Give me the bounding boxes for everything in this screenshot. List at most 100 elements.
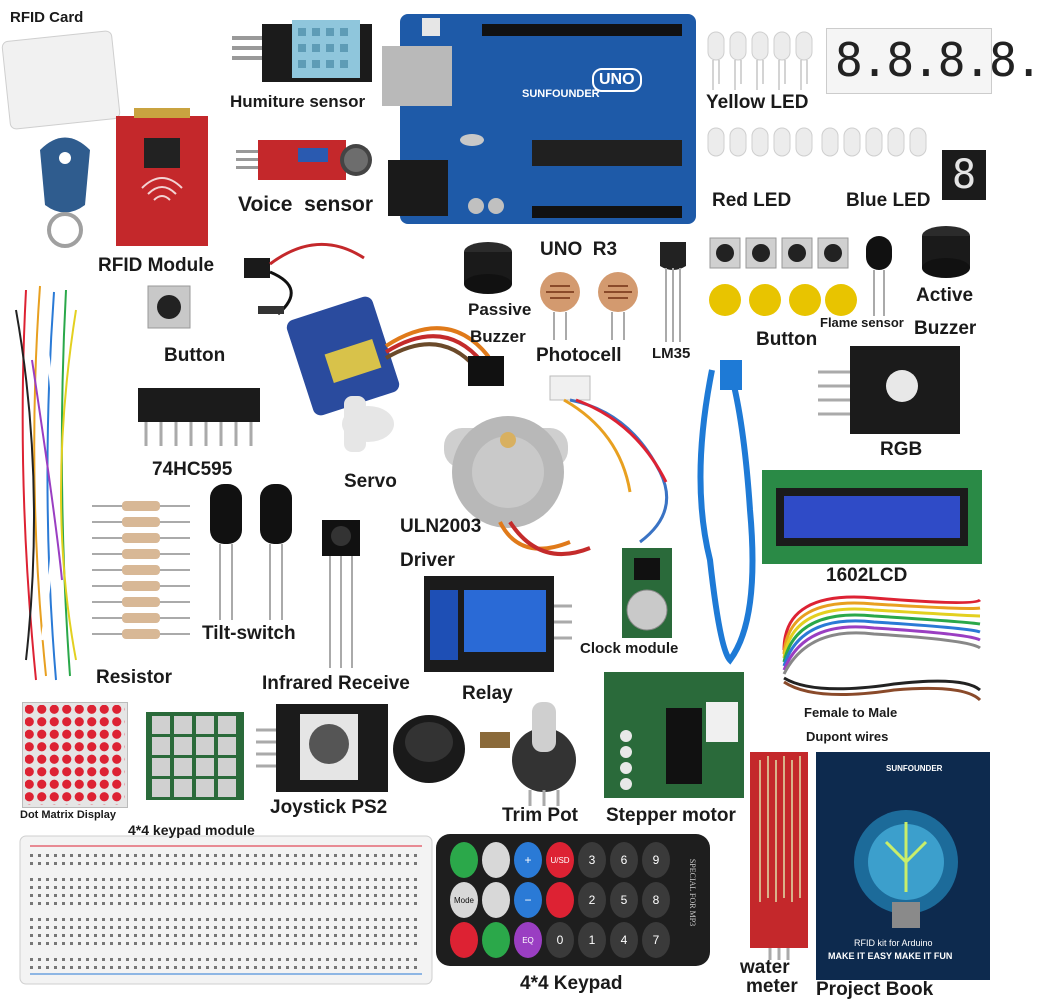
label-rgb: RGB [880,439,923,460]
red-led-row-image [704,126,822,184]
label-trim-pot: Trim Pot [502,805,579,826]
label-tilt-switch: Tilt-switch [202,623,296,644]
label-uln2003: ULN2003 [400,516,482,537]
stepper-driver-board-image [604,672,744,798]
dot-matrix-image [22,702,128,808]
remote-key: 3 [578,842,606,878]
dupont-ribbon-image [774,580,994,716]
rfid-keyfob-image [30,130,100,250]
label-1602lcd: 1602LCD [826,565,908,586]
label-joystick: Joystick PS2 [270,797,388,818]
flame-sensor-image [862,232,896,316]
trim-pot-image [480,702,586,806]
remote-key: 8 [642,882,670,918]
tilt-switch-pair-image [206,480,302,620]
label-74hc595: 74HC595 [152,459,233,480]
battery-clip-image [238,228,368,320]
book-slogan-text: MAKE IT EASY MAKE IT FUN [828,951,953,961]
usb-cable-image [690,360,770,670]
label-yellow-led: Yellow LED [706,92,809,113]
remote-key: 2 [578,882,606,918]
yellow-led-row-image [704,28,822,92]
label-female-to-male: Female to Male [804,705,898,720]
rfid-card-image [1,28,121,132]
label-servo: Servo [344,471,397,492]
board-model-text: UNO [592,68,642,92]
remote-key [450,922,478,958]
remote-key: 4 [610,922,638,958]
lcd-1602-image [762,470,982,564]
label-button-left: Button [164,345,226,366]
jumper-wire-bundle-image [6,280,88,684]
single-segment-display-image: 8 [942,150,986,200]
label-infrared-receive: Infrared Receive [262,673,410,694]
label-uno-r3: UNO R3 [540,239,618,260]
remote-key: 1 [578,922,606,958]
label-driver: Driver [400,550,455,571]
label-lm35: LM35 [652,345,691,362]
label-passive-buzzer: Buzzer [470,327,526,346]
remote-key: EQ [514,922,542,958]
rgb-module-image [818,346,960,434]
four-digit-segment-display-image: 8.8.8.8. [826,28,1041,94]
label-meter: meter [746,976,798,997]
label-water: water [740,957,790,978]
remote-key [546,882,574,918]
label-passive: Passive [468,300,532,319]
label-active-buzzer: Buzzer [914,318,977,339]
label-red-led: Red LED [712,190,792,211]
remote-key [450,842,478,878]
label-photocell: Photocell [536,345,622,366]
label-4x4-keypad: 4*4 Keypad [520,973,623,994]
label-dupont-wires: Dupont wires [806,729,889,744]
remote-key: 0 [546,922,574,958]
servo-image [268,286,516,466]
label-humiture-sensor: Humiture sensor [230,92,366,111]
active-buzzer-image [918,222,974,282]
button-row-image [708,234,857,320]
clock-module-image [618,548,676,638]
chip-74hc595-image [134,384,264,448]
label-rfid-card: RFID Card [10,9,84,26]
passive-buzzer-image [460,238,516,298]
remote-key: 9 [642,842,670,878]
label-active: Active [916,285,974,306]
label-stepper-motor: Stepper motor [606,805,736,826]
label-clock-module: Clock module [580,640,679,657]
arduino-uno-board-image: SUNFOUNDER UNO [382,10,700,228]
humiture-sensor-image [232,14,372,84]
water-sensor-image [748,752,810,960]
label-relay: Relay [462,683,513,704]
board-brand-text: SUNFOUNDER [522,88,600,100]
stepper-motor-image [440,372,690,572]
remote-key: U/SD [546,842,574,878]
ir-remote-image: + U/SD 3 6 9 Mode − 2 5 8 EQ 0 1 4 7 SPE… [436,834,710,966]
joystick-cap-image [390,712,468,786]
four-digit-segment-text: 8.8.8.8. [835,33,1041,87]
keypad-module-image [146,712,244,800]
label-voice-sensor: Voice sensor [238,193,374,216]
photocell-pair-image [534,270,644,340]
relay-module-image [424,576,572,672]
label-blue-led: Blue LED [846,190,931,211]
remote-key: − [514,882,542,918]
remote-key [482,842,510,878]
book-brand-text: SUNFOUNDER [886,764,943,773]
label-rfid-module: RFID Module [98,255,215,276]
remote-key: 5 [610,882,638,918]
rfid-module-image [114,108,210,248]
infrared-receiver-image [318,516,364,668]
remote-key: 6 [610,842,638,878]
label-resistor: Resistor [96,667,173,688]
remote-key [482,922,510,958]
label-dot-matrix: Dot Matrix Display [20,809,116,821]
project-book-image: SUNFOUNDER RFID kit for Arduino MAKE IT … [816,752,990,980]
book-title-text: RFID kit for Arduino [854,938,933,948]
remote-side-text: SPECIAL FOR MP3 [687,858,697,927]
remote-key: 7 [642,922,670,958]
remote-key-grid: + U/SD 3 6 9 Mode − 2 5 8 EQ 0 1 4 7 [450,842,670,958]
tactile-button-left-image [146,284,192,330]
single-segment-text: 8 [952,152,977,198]
label-keypad-module: 4*4 keypad module [128,822,255,838]
remote-key: + [514,842,542,878]
